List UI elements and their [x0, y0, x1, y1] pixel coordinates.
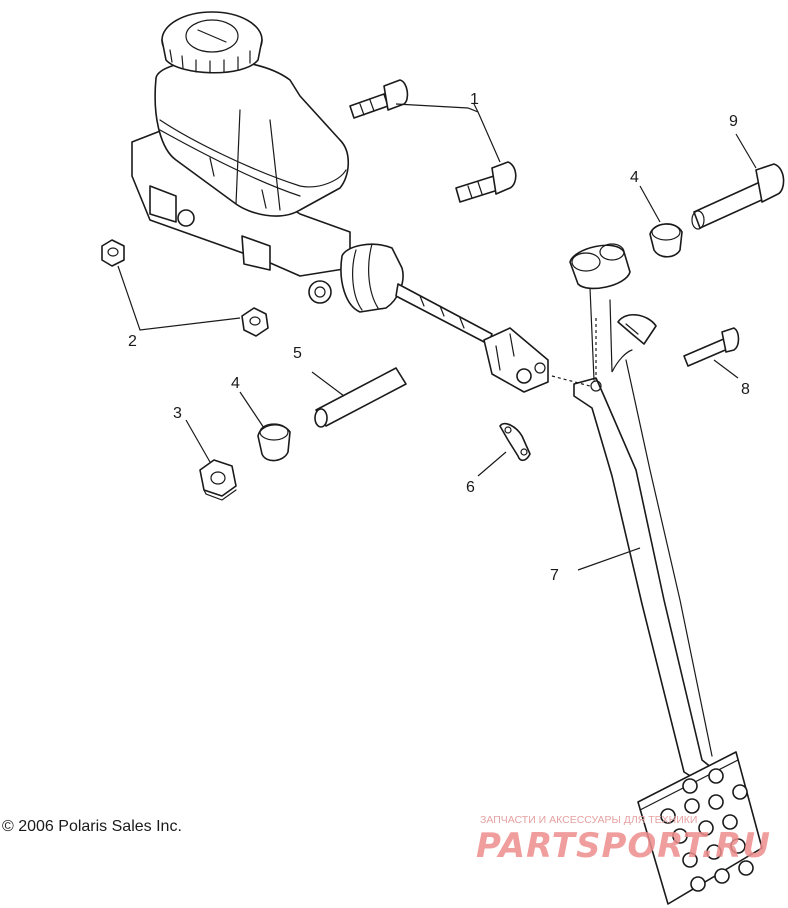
nut-lower	[241, 307, 269, 337]
bolt-upper	[349, 79, 409, 119]
pedal-pad	[637, 751, 763, 905]
callout-1: 1	[470, 91, 479, 108]
leader-lines	[117, 103, 757, 571]
clevis-pin	[683, 327, 740, 367]
callout-8: 8	[741, 381, 750, 398]
return-spring-bracket	[617, 314, 657, 345]
nut-upper	[101, 239, 125, 267]
flange-nut	[199, 459, 237, 501]
bushing-left	[257, 423, 291, 462]
callout-6: 6	[466, 479, 475, 496]
copyright-notice: © 2006 Polaris Sales Inc.	[2, 818, 182, 835]
spacer-tube	[314, 367, 407, 428]
callout-2: 2	[128, 333, 137, 350]
pivot-bolt	[691, 163, 785, 230]
callout-4-left: 4	[231, 375, 240, 392]
pivot-bushing	[569, 243, 631, 290]
watermark-tagline: ЗАПЧАСТИ И АКСЕССУАРЫ ДЛЯ ТЕХНИКИ	[480, 814, 698, 826]
bolt-lower	[455, 161, 517, 203]
callout-4-right: 4	[630, 169, 639, 186]
watermark-logo: PARTSPORT.RU	[476, 826, 772, 866]
callout-5: 5	[293, 345, 302, 362]
bushing-right	[649, 223, 683, 258]
master-cylinder	[131, 11, 549, 393]
retaining-clip	[499, 422, 531, 462]
callout-7: 7	[550, 567, 559, 584]
callout-9: 9	[729, 113, 738, 130]
callout-3: 3	[173, 405, 182, 422]
